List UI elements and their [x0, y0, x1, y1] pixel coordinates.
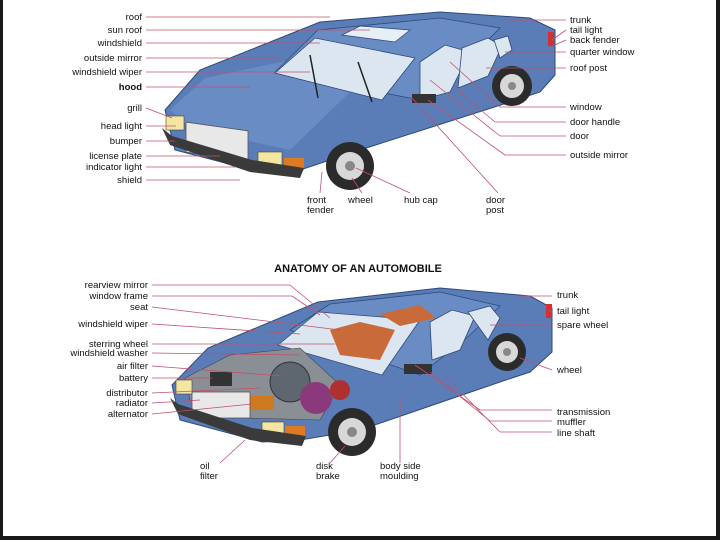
label-spare-wheel: spare wheel: [557, 320, 608, 331]
label-distributor: distributor: [106, 388, 148, 399]
label-shield: shield: [117, 175, 142, 186]
right-border: [716, 0, 720, 540]
label-body-side-moulding-2: moulding: [380, 471, 419, 482]
label-disk-brake-2: brake: [316, 471, 340, 482]
label-outside-mirror: outside mirror: [84, 53, 142, 64]
label-door: door: [570, 131, 589, 142]
label-head-light: head light: [101, 121, 143, 132]
label-door-handle: door handle: [570, 117, 620, 128]
exterior-leader-lines: [145, 16, 567, 194]
exterior-labels: roof sun roof windshield outside mirror …: [71, 12, 634, 216]
label-windshield-wiper: windshield wiper: [71, 67, 142, 78]
label-grill: grill: [127, 103, 142, 114]
label-back-fender: back fender: [570, 35, 620, 46]
label-tail-light: tail light: [570, 25, 603, 36]
label-wheel: wheel: [347, 195, 373, 206]
label-battery: battery: [119, 373, 148, 384]
interior-leader-lines: [151, 284, 553, 464]
label-hood: hood: [119, 82, 142, 93]
label-radiator: radiator: [116, 398, 148, 409]
label-transmission: transmission: [557, 407, 610, 418]
label-alternator: alternator: [108, 409, 148, 420]
label-wheel-2: wheel: [556, 365, 582, 376]
label-front-fender-2: fender: [307, 205, 334, 216]
label-seat: seat: [130, 302, 148, 313]
diagram-title: ANATOMY OF AN AUTOMOBILE: [274, 263, 442, 275]
exterior-car-illustration: [162, 11, 556, 190]
bottom-border: [0, 536, 720, 540]
label-tail-light-2: tail light: [557, 306, 590, 317]
label-window: window: [569, 102, 602, 113]
label-bumper: bumper: [110, 136, 142, 147]
label-windshield-wiper-2: windshield wiper: [77, 319, 148, 330]
label-oil-filter-2: filter: [200, 471, 218, 482]
label-roof-post: roof post: [570, 63, 607, 74]
label-sun-roof: sun roof: [108, 25, 143, 36]
left-border: [0, 0, 3, 540]
label-rearview-mirror: rearview mirror: [85, 280, 148, 291]
label-door-post-2: post: [486, 205, 504, 216]
label-sterring-wheel: sterring wheel: [89, 339, 148, 350]
label-muffler: muffler: [557, 417, 586, 428]
label-window-frame: window frame: [88, 291, 148, 302]
label-body-side-moulding-1: body side: [380, 461, 421, 472]
label-quarter-window: quarter window: [570, 47, 635, 58]
label-air-filter: air filter: [117, 361, 148, 372]
label-license-plate: license plate: [89, 151, 142, 162]
label-door-post-1: door: [486, 195, 505, 206]
interior-labels: rearview mirror window frame seat windsh…: [69, 280, 610, 482]
interior-car-illustration: [170, 287, 553, 456]
label-oil-filter-1: oil: [200, 461, 210, 472]
label-hub-cap: hub cap: [404, 195, 438, 206]
label-windshield: windshield: [97, 38, 142, 49]
label-roof: roof: [126, 12, 143, 23]
label-windshield-washer: windshield washer: [69, 348, 148, 359]
label-indicator-light: indicator light: [86, 162, 142, 173]
label-line-shaft: line shaft: [557, 428, 595, 439]
label-disk-brake-1: disk: [316, 461, 333, 472]
label-trunk: trunk: [570, 15, 591, 26]
label-front-fender-1: front: [307, 195, 326, 206]
label-outside-mirror-right: outside mirror: [570, 150, 628, 161]
label-trunk-2: trunk: [557, 290, 578, 301]
